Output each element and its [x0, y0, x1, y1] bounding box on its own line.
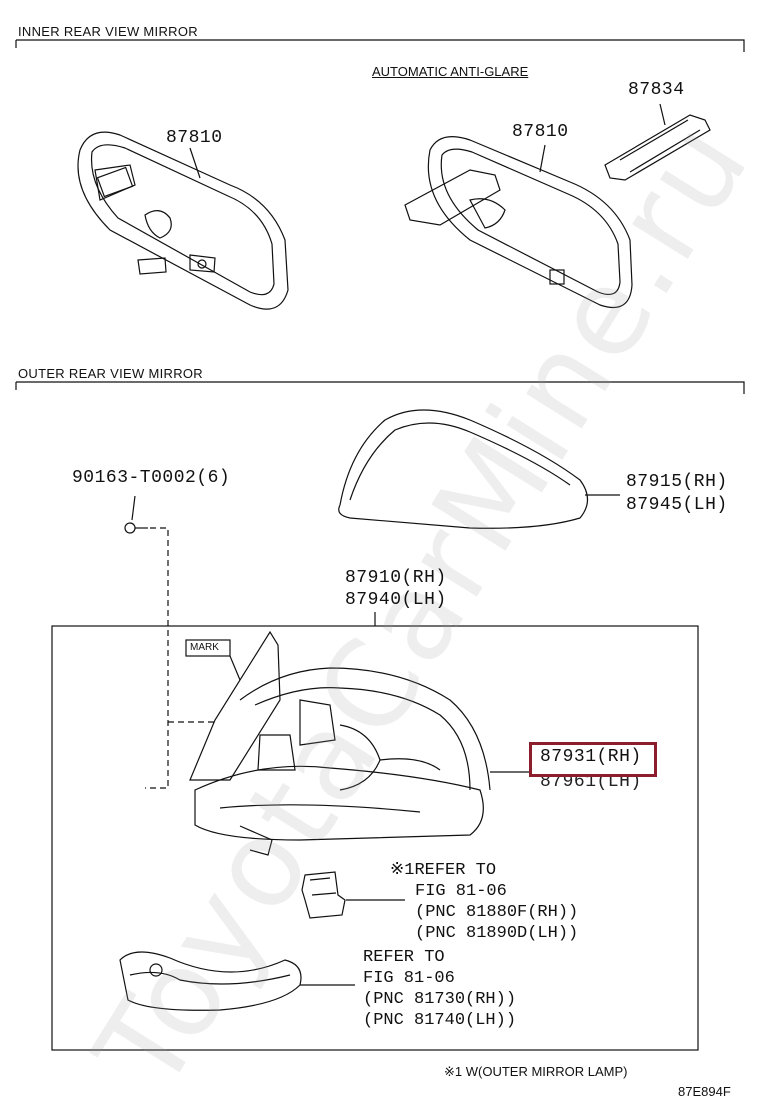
part-87810-right[interactable]: 87810: [512, 122, 569, 142]
outer-section-title: OUTER REAR VIEW MIRROR: [18, 366, 203, 381]
leader-87810-right: [539, 144, 546, 173]
anti-glare-label: AUTOMATIC ANTI-GLARE: [372, 64, 529, 79]
turn-signal-shape: [119, 951, 302, 1011]
bracket-87834-shape: [604, 103, 711, 181]
mirror-lamp-shape: [301, 871, 346, 919]
mark-label: MARK: [190, 642, 219, 653]
part-highlight-lh[interactable]: 87961(LH): [540, 772, 642, 792]
part-mirror-lh[interactable]: 87940(LH): [345, 590, 447, 610]
leader-87810-left: [189, 147, 201, 179]
turn-ref-line-2: FIG 81-06: [363, 969, 455, 988]
part-bolt[interactable]: 90163-T0002(6): [72, 468, 231, 488]
part-mirror-rh[interactable]: 87910(RH): [345, 568, 447, 588]
inner-mirror-right-shape: [404, 136, 633, 309]
inner-mirror-left-shape: [77, 131, 289, 310]
lamp-ref-line-3: (PNC 81880F(RH)): [415, 903, 579, 922]
part-highlight-rh[interactable]: 87931(RH): [540, 747, 642, 767]
lamp-ref-line-2: FIG 81-06: [415, 882, 507, 901]
part-87834[interactable]: 87834: [628, 80, 685, 100]
figure-code: 87E894F: [678, 1084, 731, 1099]
inner-section-title: INNER REAR VIEW MIRROR: [18, 24, 198, 39]
turn-ref-line-1: REFER TO: [363, 948, 445, 967]
turn-ref-line-3: (PNC 81730(RH)): [363, 990, 517, 1009]
highlight-box: [529, 742, 657, 777]
part-cover-lh[interactable]: 87945(LH): [626, 495, 728, 515]
mirror-cover-shape: [338, 409, 589, 529]
outer-section-frame: [16, 381, 745, 394]
footnote: ※1 W(OUTER MIRROR LAMP): [444, 1064, 628, 1079]
part-cover-rh[interactable]: 87915(RH): [626, 472, 728, 492]
inner-section-frame: [16, 39, 745, 52]
lamp-ref-line-4: (PNC 81890D(LH)): [415, 924, 579, 943]
outer-mirror-assembly-shape: [189, 630, 491, 856]
part-87810-left[interactable]: 87810: [166, 128, 223, 148]
turn-ref-line-4: (PNC 81740(LH)): [363, 1011, 517, 1030]
lamp-ref-line-1: ※1REFER TO: [390, 861, 497, 880]
bolt-shape: [124, 522, 148, 534]
